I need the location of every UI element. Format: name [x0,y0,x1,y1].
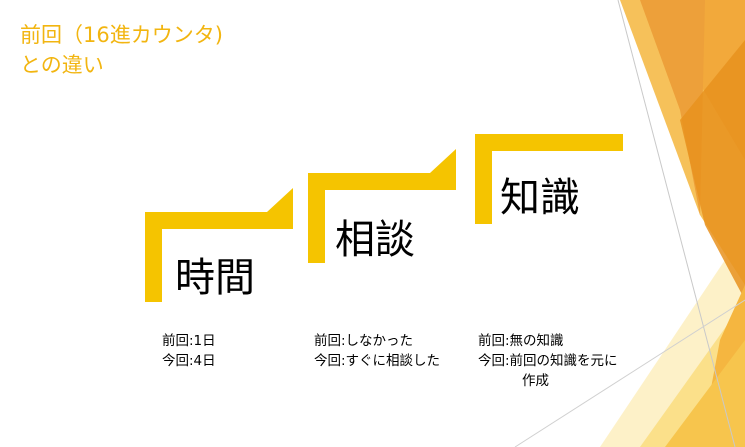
step-consult-label: 相談 [335,217,415,263]
note-consult-now: 今回:すぐに相談した [314,353,441,369]
bracket-knowledge [475,134,623,224]
note-knowledge-now: 今回:前回の知識を元に [478,353,618,369]
bracket-time [145,188,293,302]
note-knowledge-cont: 作成 [522,373,549,389]
note-time-prev: 前回:1日 [162,333,216,349]
step-knowledge-label: 知識 [500,175,580,221]
title-line-1: 前回（16進カウンタ) [20,23,223,47]
note-knowledge: 前回:無の知識 今回:前回の知識を元に 作成 [478,331,618,391]
bracket-consult [308,149,456,263]
title-line-2: との違い [20,53,104,77]
note-knowledge-prev: 前回:無の知識 [478,333,564,349]
note-time-now: 今回:4日 [162,353,216,369]
note-consult: 前回:しなかった 今回:すぐに相談した [314,331,440,371]
step-time-label: 時間 [175,255,255,301]
note-time: 前回:1日 今回:4日 [162,331,216,371]
note-consult-prev: 前回:しなかった [314,333,414,349]
slide-title: 前回（16進カウンタ) との違い [20,20,223,80]
